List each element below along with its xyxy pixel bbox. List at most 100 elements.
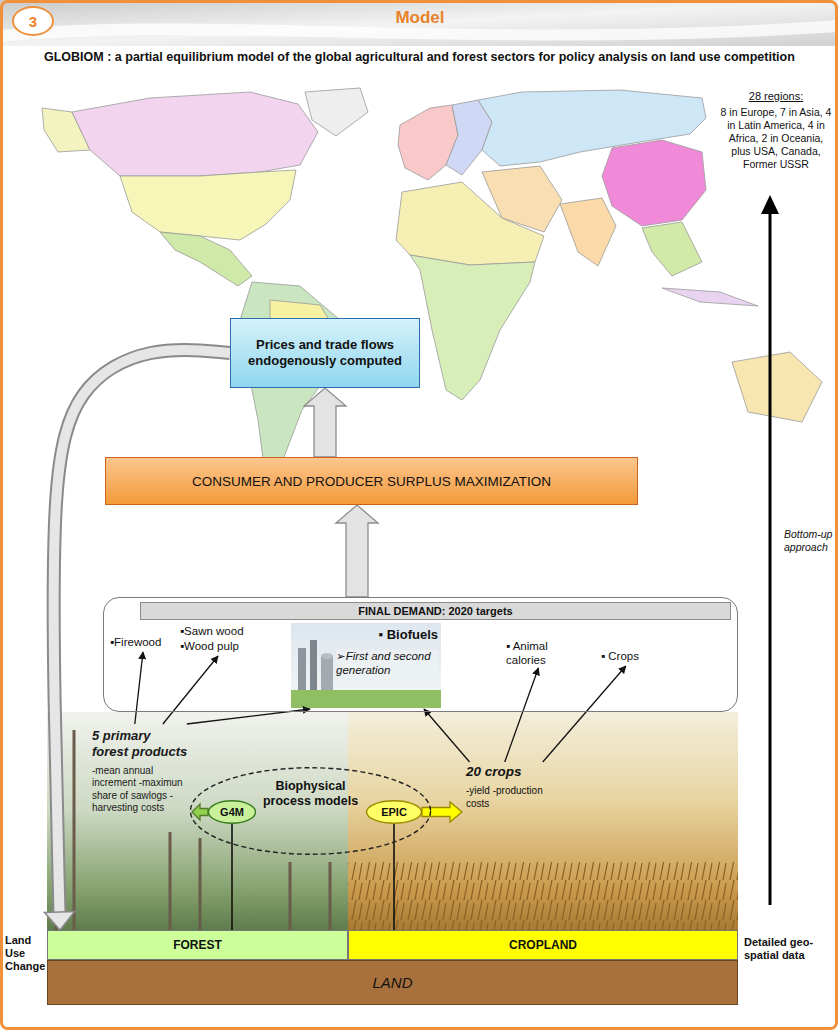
- process-box: Prices and trade flows endogenously comp…: [230, 318, 420, 388]
- region-heading: 28 regions:: [718, 90, 834, 102]
- flow-arrow: [505, 668, 539, 762]
- land-band: CROPLAND: [348, 930, 738, 960]
- node-text: -yield -production costs: [466, 785, 551, 810]
- node-text: ▪ Crops: [601, 650, 639, 664]
- subtitle: GLOBIOM : a partial equilibrium model of…: [44, 50, 824, 65]
- flow-arrow: [424, 709, 470, 762]
- node-text: ▪ Biofuels: [378, 627, 438, 642]
- tree-trunk: [329, 862, 332, 930]
- forest-products: 5 primary forest products -mean annual in…: [88, 724, 192, 824]
- plant-tower: [298, 648, 306, 690]
- plant-tank: [321, 656, 333, 690]
- node-text: ▪Wood pulp: [180, 639, 239, 654]
- flow-connector: [232, 824, 233, 930]
- node-text: CONSUMER AND PRODUCER SURPLUS MAXIMIZATI…: [192, 474, 551, 489]
- objective-band: CONSUMER AND PRODUCER SURPLUS MAXIMIZATI…: [105, 457, 638, 505]
- arrowhead: [44, 912, 74, 930]
- node-text: FINAL DEMAND: 2020 targets: [140, 602, 731, 620]
- step-badge: 3: [12, 6, 54, 36]
- tree-trunk: [199, 838, 202, 930]
- map-region: [160, 232, 252, 286]
- plant-tank: [321, 653, 333, 659]
- model-ellipse: G4M: [208, 800, 256, 824]
- node-text: CROPLAND: [509, 938, 577, 952]
- land-band: FOREST: [47, 930, 348, 960]
- ellipse-outline: [367, 801, 422, 824]
- demand-item: ▪Sawn wood▪Wood pulp: [180, 622, 256, 656]
- header-band: [0, 0, 838, 46]
- demand-item: ▪ Animal calories: [506, 640, 578, 668]
- flow-connector: [543, 666, 626, 762]
- tree-trunk: [73, 730, 76, 930]
- wheat-photo: [348, 712, 738, 930]
- flow-connector: [304, 388, 346, 457]
- flow-arrow: [135, 652, 143, 724]
- node-text: LAND: [372, 974, 412, 991]
- flow-connector: [135, 652, 143, 724]
- bottom-up-arrow: [769, 212, 772, 905]
- demand-panel: FINAL DEMAND: 2020 targets ▪Firewood ▪Sawn…: [103, 597, 738, 712]
- block-arrow: [304, 388, 346, 457]
- map-region: [662, 288, 758, 306]
- plant-tower: [310, 640, 317, 690]
- data-label: Detailed geo- spatial data: [744, 936, 834, 962]
- map-region: [560, 198, 616, 266]
- world-map: [42, 88, 822, 466]
- land-band: LAND: [47, 960, 738, 1005]
- biofuel-field: [291, 690, 441, 708]
- tree-trunk: [289, 862, 292, 930]
- node-text: 5 primary forest products: [92, 728, 188, 761]
- map-region: [602, 140, 706, 226]
- map-region: [642, 222, 702, 276]
- node-text: Prices and trade flows endogenously comp…: [241, 337, 409, 370]
- node-text: ➢First and second generation: [336, 650, 438, 678]
- biofuel-photo: [291, 623, 441, 708]
- link-line: [231, 824, 233, 930]
- forest-photo: [47, 712, 348, 930]
- map-region: [398, 105, 458, 180]
- flow-connector: [394, 824, 395, 930]
- wheat-stalks: [348, 862, 738, 930]
- flow-connector: [336, 505, 378, 597]
- node-text: ▪Sawn wood: [180, 624, 244, 639]
- flow-connector: [505, 668, 539, 762]
- title-text: Model: [300, 8, 540, 28]
- crop-products: 20 crops -yield -production costs: [462, 762, 557, 822]
- link-line: [393, 824, 395, 930]
- flow-arrow: [543, 666, 626, 762]
- tree-trunk: [169, 832, 172, 930]
- node-text: G4M: [220, 806, 244, 818]
- block-arrow: [192, 804, 208, 820]
- map-region: [72, 92, 318, 176]
- map-region: [410, 255, 535, 400]
- bottom-up-arrowhead: [761, 195, 779, 214]
- map-region: [396, 182, 544, 265]
- map-region: [305, 88, 368, 136]
- map-region: [120, 170, 296, 240]
- node-text: ▪ Animal calories: [506, 640, 578, 668]
- flow-connector: [424, 709, 470, 762]
- biofuel-item: ▪ Biofuels ➢First and second generation: [292, 624, 442, 709]
- ellipse-outline: [208, 801, 255, 824]
- region-list: 8 in Europe, 7 in Asia, 4 in Latin Ameri…: [718, 106, 834, 171]
- node-text: 20 crops: [466, 764, 522, 779]
- model-ellipse: EPIC: [366, 800, 422, 824]
- block-arrow: [336, 505, 378, 597]
- axis-label: Bottom-up approach: [784, 528, 834, 554]
- node-text: EPIC: [381, 806, 407, 818]
- arrow-label: Land Use Change: [5, 934, 47, 973]
- flow-arrow: [163, 656, 218, 724]
- flow-connector: [163, 656, 218, 724]
- node-text: ▪Firewood: [110, 636, 161, 650]
- map-region: [732, 352, 822, 422]
- ellipse-outline: [190, 768, 430, 854]
- node-text: Biophysical process models: [261, 779, 361, 809]
- demand-item: ▪ Crops: [601, 648, 663, 666]
- demand-item: ▪Firewood: [110, 634, 176, 652]
- flow-connector: [44, 350, 230, 930]
- node-text: -mean annual increment -maximun share of…: [92, 765, 188, 815]
